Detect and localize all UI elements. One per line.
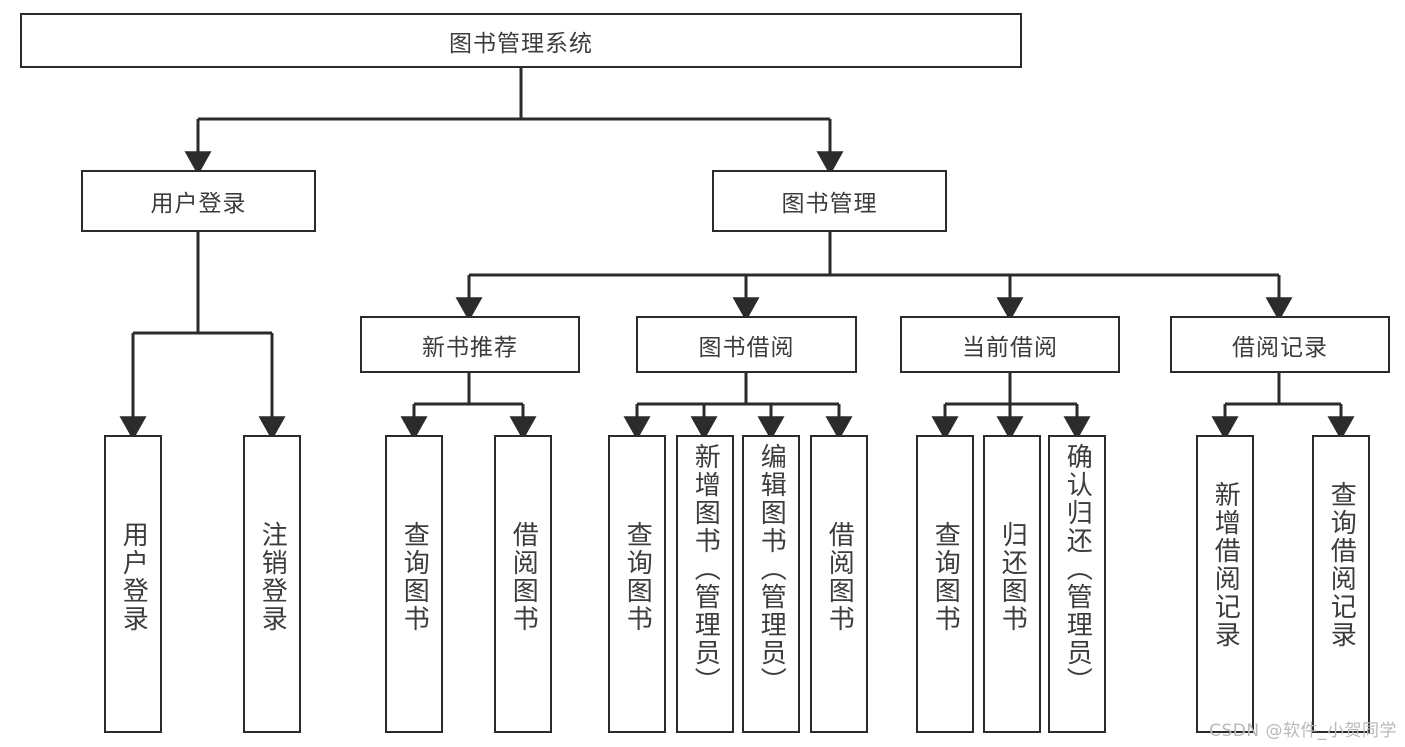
node-book-management[interactable]: 图书管理	[712, 170, 947, 232]
leaf-current-return-book[interactable]: 归还图书	[983, 435, 1041, 733]
leaf-label: 借阅图书	[824, 521, 855, 633]
node-book-borrow[interactable]: 图书借阅	[636, 316, 857, 373]
leaf-user-login-logout[interactable]: 注销登录	[243, 435, 301, 733]
leaf-new-book-borrow[interactable]: 借阅图书	[494, 435, 552, 733]
leaf-label: 用户登录	[118, 521, 149, 633]
leaf-label: 查询图书	[930, 521, 961, 633]
csdn-watermark: CSDN @软件_小贺同学	[1209, 721, 1397, 741]
node-user-login[interactable]: 用户登录	[81, 170, 316, 232]
leaf-label: 确认归还（管理员）	[1062, 443, 1093, 695]
leaf-label: 借阅图书	[508, 521, 539, 633]
leaf-borrow-query-book[interactable]: 查询图书	[608, 435, 666, 733]
node-label: 图书管理	[781, 191, 878, 217]
node-label: 图书管理系统	[449, 30, 593, 57]
leaf-label: 注销登录	[257, 521, 288, 633]
leaf-label: 新增借阅记录	[1210, 481, 1241, 649]
leaf-record-query-record[interactable]: 查询借阅记录	[1312, 435, 1370, 733]
leaf-current-query-book[interactable]: 查询图书	[916, 435, 974, 733]
leaf-borrow-add-book-admin[interactable]: 新增图书（管理员）	[676, 435, 734, 733]
node-label: 新书推荐	[422, 334, 518, 361]
leaf-current-confirm-return-admin[interactable]: 确认归还（管理员）	[1048, 435, 1106, 733]
leaf-label: 查询图书	[622, 521, 653, 633]
leaf-label: 新增图书（管理员）	[690, 443, 721, 695]
node-current-borrow[interactable]: 当前借阅	[900, 316, 1120, 373]
leaf-label: 查询图书	[399, 521, 430, 633]
node-root-system[interactable]: 图书管理系统	[20, 13, 1022, 68]
node-borrow-record[interactable]: 借阅记录	[1170, 316, 1390, 373]
node-label: 借阅记录	[1232, 334, 1328, 361]
leaf-record-add-record[interactable]: 新增借阅记录	[1196, 435, 1254, 733]
leaf-new-book-query[interactable]: 查询图书	[385, 435, 443, 733]
node-new-book-recommend[interactable]: 新书推荐	[360, 316, 580, 373]
leaf-label: 查询借阅记录	[1326, 481, 1357, 649]
leaf-label: 编辑图书（管理员）	[756, 443, 787, 695]
node-label: 用户登录	[150, 191, 247, 217]
leaf-borrow-borrow-book[interactable]: 借阅图书	[810, 435, 868, 733]
node-label: 图书借阅	[698, 334, 795, 361]
leaf-label: 归还图书	[997, 521, 1028, 633]
node-label: 当前借阅	[962, 334, 1058, 361]
leaf-user-login-login[interactable]: 用户登录	[104, 435, 162, 733]
leaf-borrow-edit-book-admin[interactable]: 编辑图书（管理员）	[742, 435, 800, 733]
